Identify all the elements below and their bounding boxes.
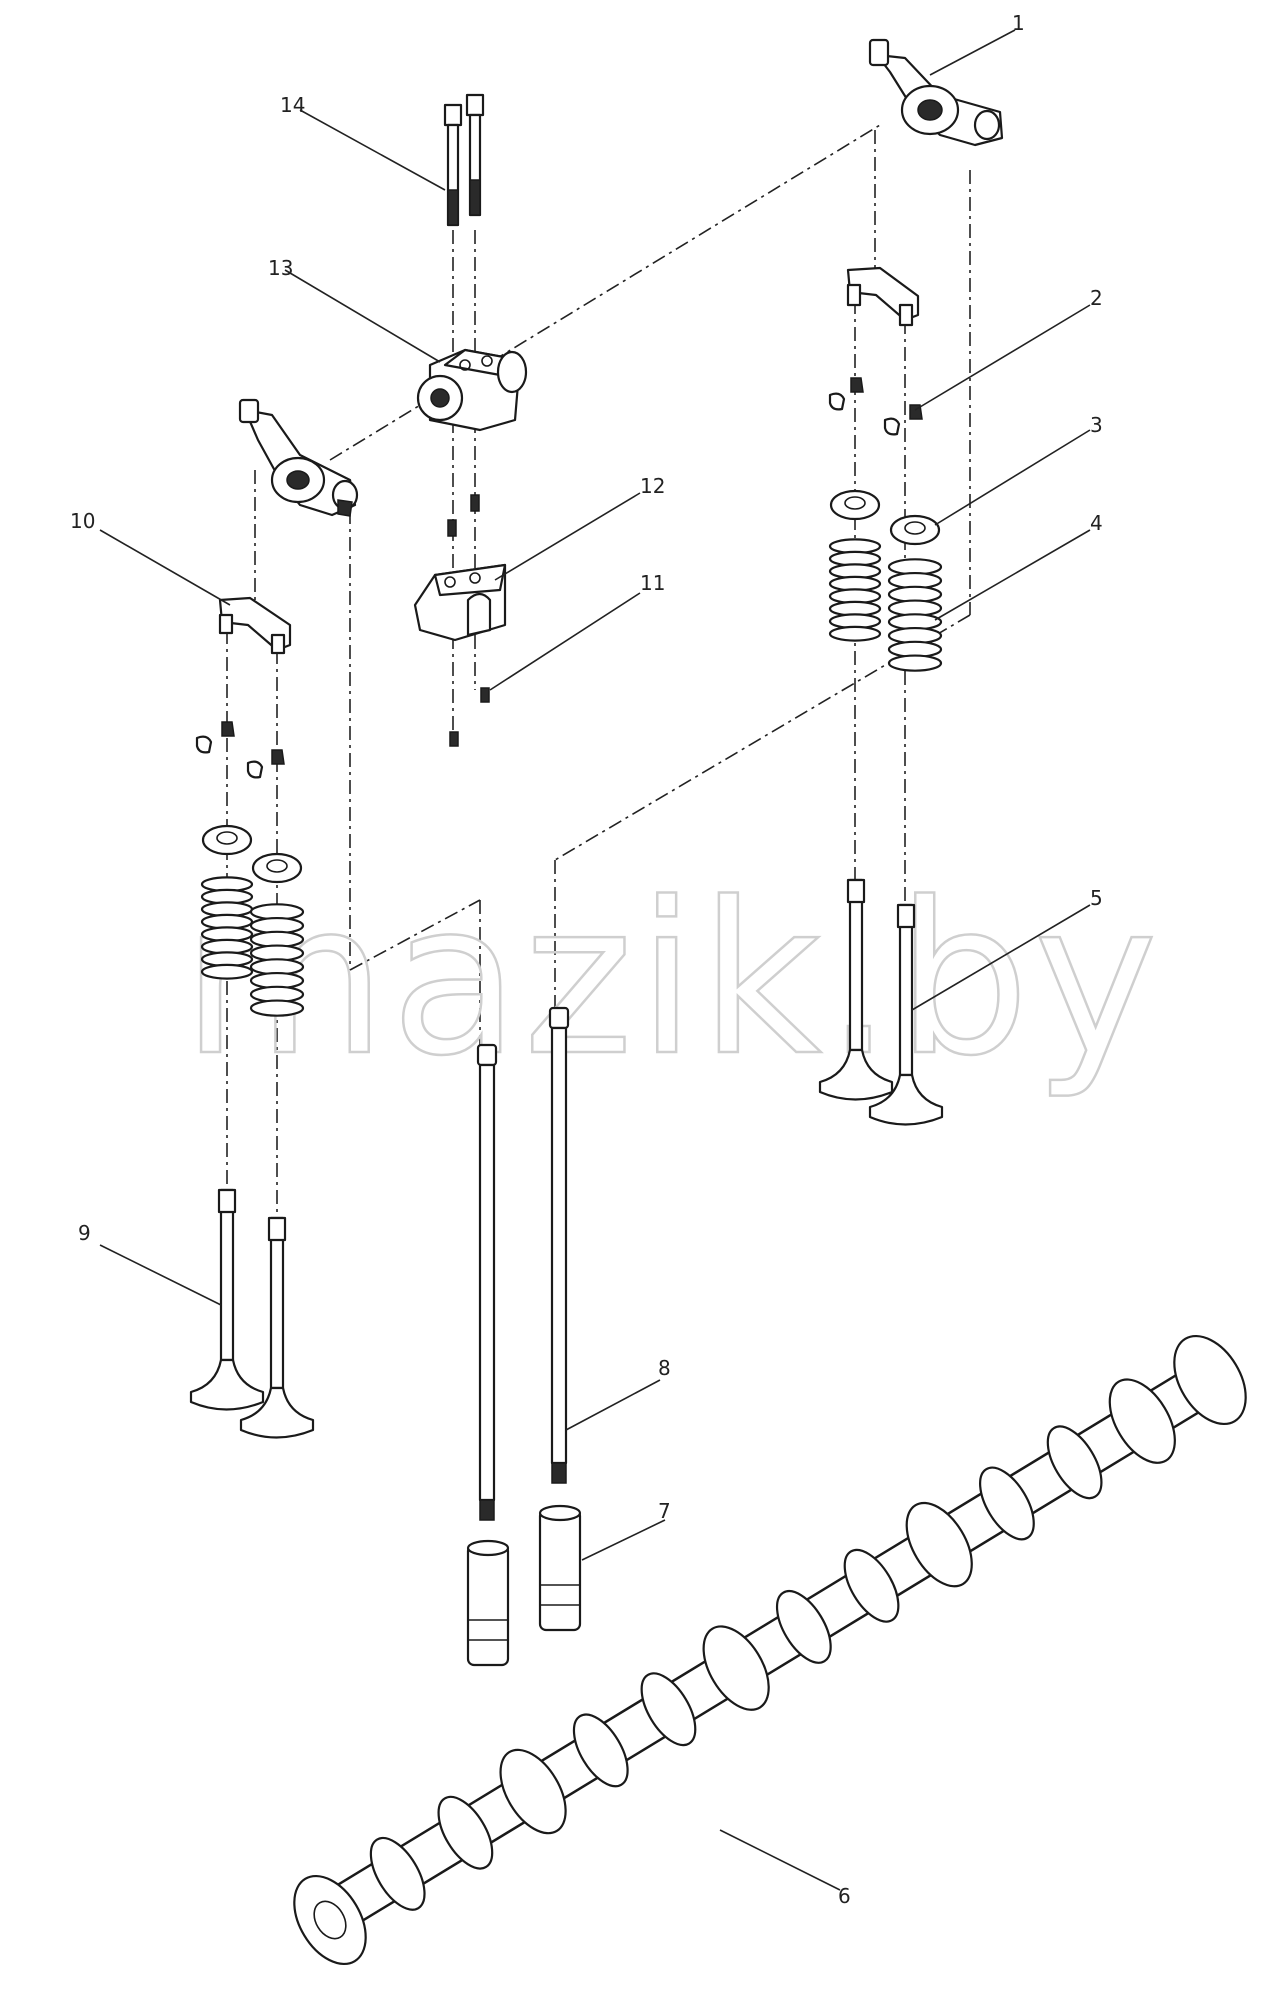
callout-9: 9: [78, 1221, 91, 1245]
valve-spring-inner-left: [200, 876, 254, 980]
cam-lobe: [843, 1548, 900, 1623]
callout-14: 14: [280, 93, 305, 117]
left-valve-keepers: [195, 721, 285, 779]
push-rods: [476, 1006, 570, 1521]
tappets: [466, 1504, 582, 1667]
camshaft-journal: [702, 1625, 770, 1711]
left-rocker-arm: [238, 398, 359, 517]
valve-spring-inner-right: [828, 538, 882, 642]
right-valve-keepers: [828, 377, 923, 436]
cam-lobe: [437, 1795, 494, 1870]
callout-8: 8: [658, 1356, 671, 1380]
callout-6: 6: [838, 1884, 851, 1908]
right-valve-bridge: [846, 266, 920, 327]
callout-1: 1: [1012, 11, 1025, 35]
valve-spring-outer-left: [249, 903, 305, 1017]
callout-12: 12: [640, 474, 665, 498]
camshaft: [293, 1334, 1247, 1966]
callout-10: 10: [70, 509, 95, 533]
callout-7: 7: [658, 1499, 671, 1523]
bolts: [443, 93, 485, 227]
callout-3: 3: [1090, 413, 1103, 437]
cam-lobe: [572, 1713, 629, 1788]
rocker-shaft-bracket: [416, 348, 528, 432]
callout-2: 2: [1090, 286, 1103, 310]
right-valves: [818, 878, 944, 1126]
watermark-text: mazik.by: [182, 857, 1162, 1102]
support-block: [413, 494, 507, 747]
cam-lobe: [1046, 1425, 1103, 1500]
valve-spring-outer-right: [887, 558, 943, 672]
left-valves: [189, 1188, 315, 1439]
left-spring-retainers: [201, 824, 303, 884]
callout-labels: 1 2 3 4 5 6 7 8 9 10 11 12 13 14: [70, 11, 1103, 1908]
camshaft-journal: [1108, 1378, 1176, 1464]
right-valve-springs: [828, 538, 943, 672]
cam-lobe: [775, 1590, 832, 1664]
cam-lobe: [369, 1836, 426, 1911]
leader-lines: [99, 29, 1091, 1891]
right-spring-retainers: [829, 489, 941, 546]
cam-lobe: [979, 1466, 1035, 1541]
left-valve-bridge: [218, 596, 292, 655]
cam-lobe: [640, 1672, 697, 1747]
callout-13: 13: [268, 256, 293, 280]
right-rocker-arm: [868, 38, 1004, 147]
callout-4: 4: [1090, 511, 1103, 535]
callout-11: 11: [640, 571, 665, 595]
callout-5: 5: [1090, 886, 1103, 910]
camshaft-journal: [905, 1501, 973, 1588]
dowel-pin: [480, 687, 490, 703]
left-valve-springs: [200, 876, 305, 1017]
camshaft-journal: [499, 1748, 567, 1835]
